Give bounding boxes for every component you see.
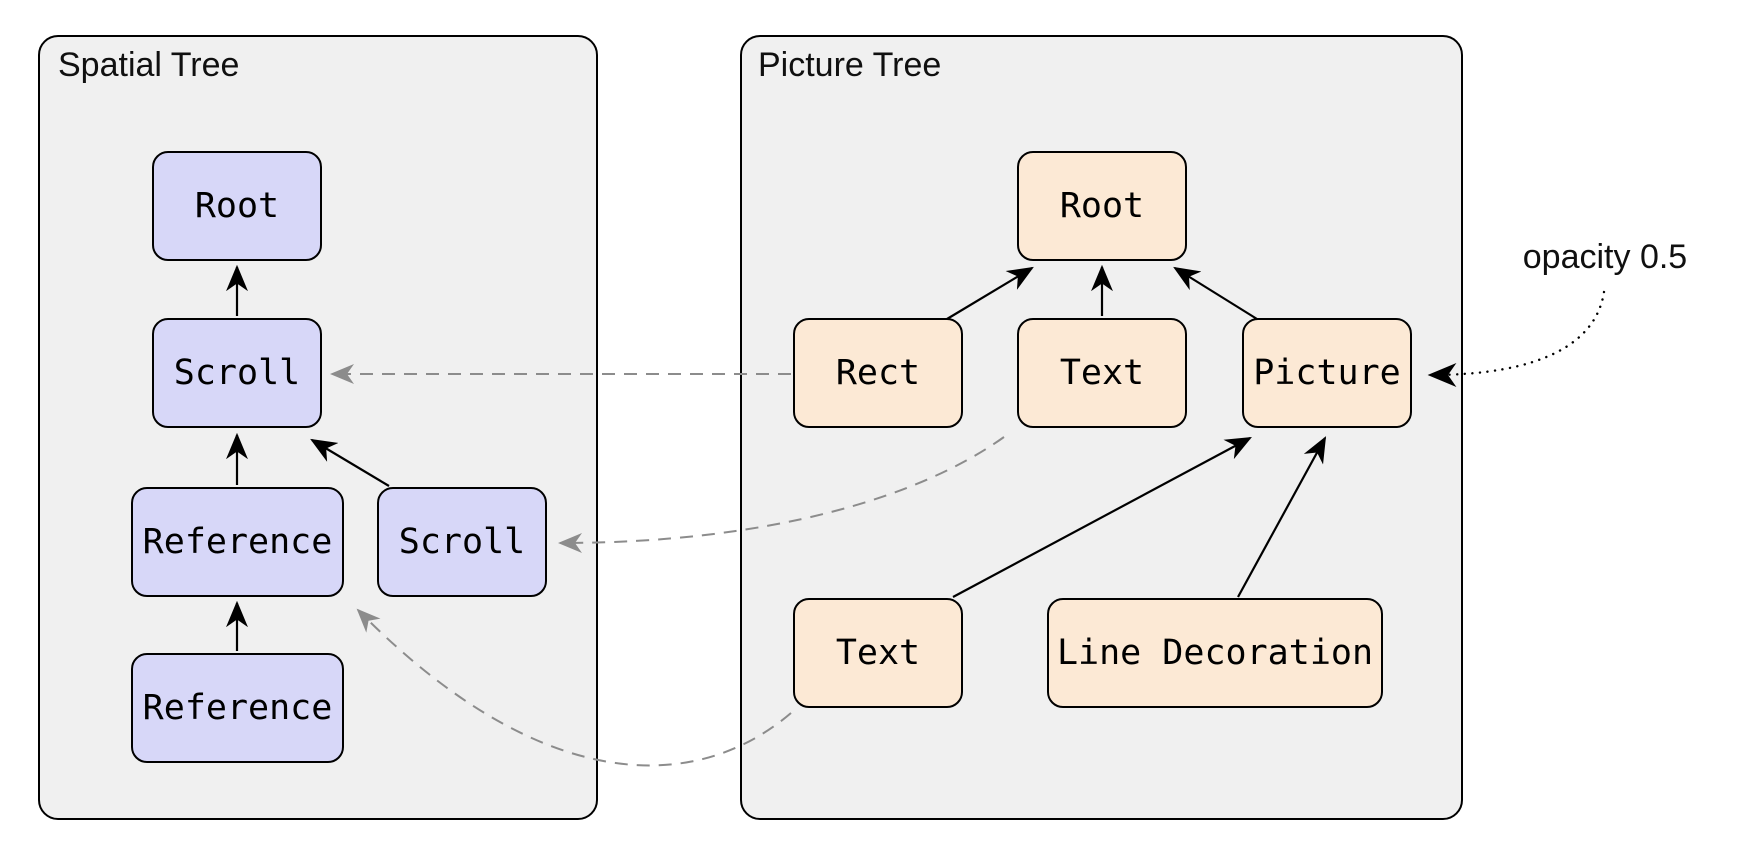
node-label: Text (1059, 353, 1145, 393)
node-label: Reference (142, 522, 333, 562)
spatial-tree-title: Spatial Tree (58, 46, 240, 84)
node-spatial-scroll-2: Scroll (377, 487, 547, 597)
node-spatial-scroll-1: Scroll (152, 318, 322, 428)
node-picture-root: Root (1017, 151, 1187, 261)
node-label: Picture (1253, 353, 1401, 393)
opacity-annotation-label: opacity 0.5 (1522, 238, 1688, 276)
picture-tree-title: Picture Tree (758, 46, 942, 84)
node-spatial-reference-2: Reference (131, 653, 344, 763)
node-spatial-root: Root (152, 151, 322, 261)
node-picture-picture: Picture (1242, 318, 1412, 428)
node-picture-text-2: Text (793, 598, 963, 708)
node-spatial-reference-1: Reference (131, 487, 344, 597)
node-label: Text (835, 633, 921, 673)
node-label: Line Decoration (1056, 633, 1374, 673)
node-picture-text-1: Text (1017, 318, 1187, 428)
node-picture-line-decoration: Line Decoration (1047, 598, 1383, 708)
node-label: Scroll (173, 353, 301, 393)
node-label: Root (1059, 186, 1145, 226)
node-label: Reference (142, 688, 333, 728)
node-label: Root (194, 186, 280, 226)
node-label: Scroll (398, 522, 526, 562)
node-label: Rect (835, 353, 921, 393)
node-picture-rect: Rect (793, 318, 963, 428)
